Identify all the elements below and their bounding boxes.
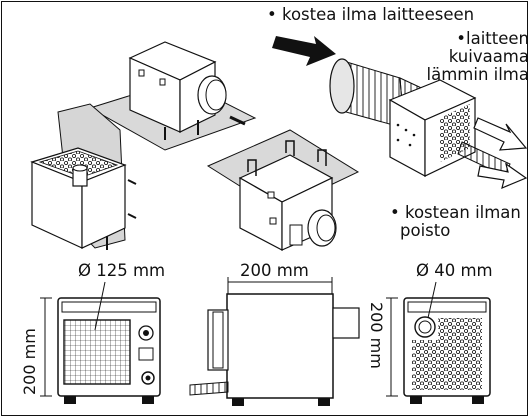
label-dried-warm-air-1: •laitteen [456, 29, 529, 48]
side-view [189, 277, 360, 406]
dimension-height-right: 200 mm [367, 302, 386, 369]
dimension-diameter-40: Ø 40 mm [416, 261, 493, 280]
front-view [40, 281, 161, 404]
label-dried-warm-air-3: lämmin ilma [426, 65, 529, 84]
iso-floor-mount [88, 41, 257, 151]
label-humid-air-out-1: • kostean ilman [390, 203, 521, 222]
label-humid-air-out-2: poisto [400, 221, 451, 240]
warm-air-arrow [473, 117, 528, 151]
label-dried-warm-air-2: kuivaama [448, 47, 529, 66]
label-humid-air-in: • kostea ilma laitteeseen [267, 5, 475, 24]
exhaust-arrow [477, 162, 528, 190]
iso-wall-mount [30, 103, 137, 250]
dimension-height-left: 200 mm [20, 328, 39, 395]
back-view [386, 281, 491, 404]
iso-ducted-unit [272, 36, 528, 190]
dimension-diameter-125: Ø 125 mm [78, 261, 166, 280]
inlet-arrow [272, 36, 336, 66]
iso-ceiling-mount [206, 129, 360, 251]
dimension-width-200: 200 mm [240, 261, 309, 280]
